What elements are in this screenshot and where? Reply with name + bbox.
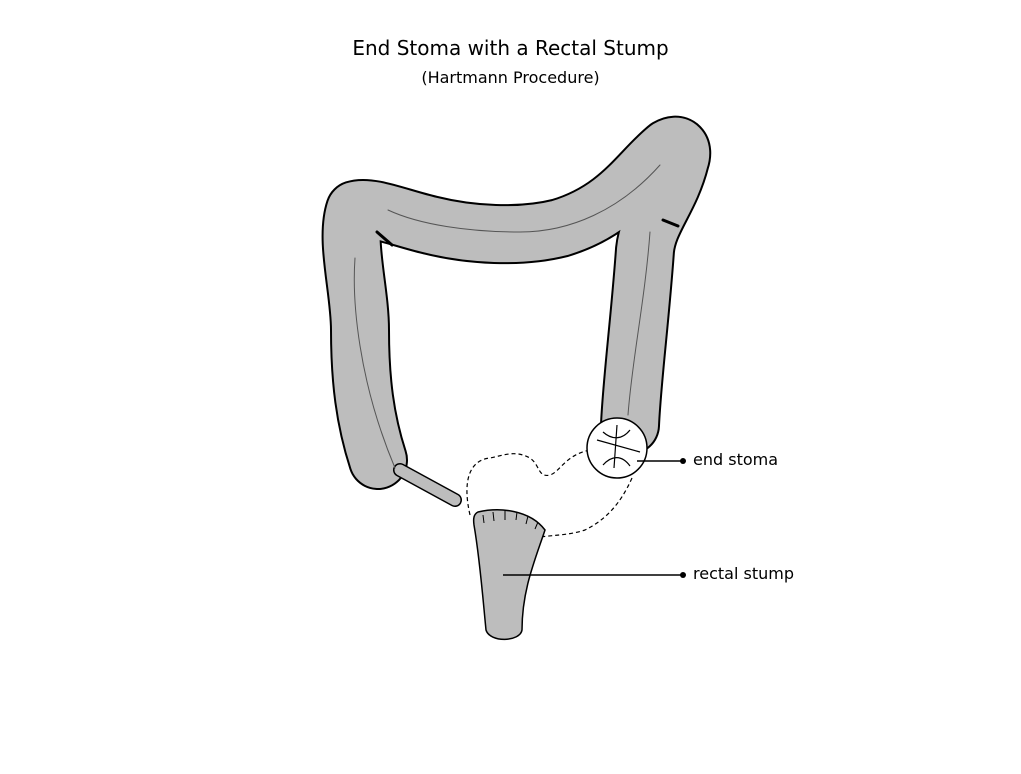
colon <box>321 115 712 507</box>
removed-sigmoid-outline <box>466 449 633 538</box>
diagram-title: End Stoma with a Rectal Stump <box>352 36 669 60</box>
label-end-stoma: end stoma <box>693 450 779 469</box>
end-stoma-icon <box>586 417 648 479</box>
diagram-subtitle: (Hartmann Procedure) <box>421 68 600 87</box>
label-rectal-stump: rectal stump <box>693 564 794 583</box>
